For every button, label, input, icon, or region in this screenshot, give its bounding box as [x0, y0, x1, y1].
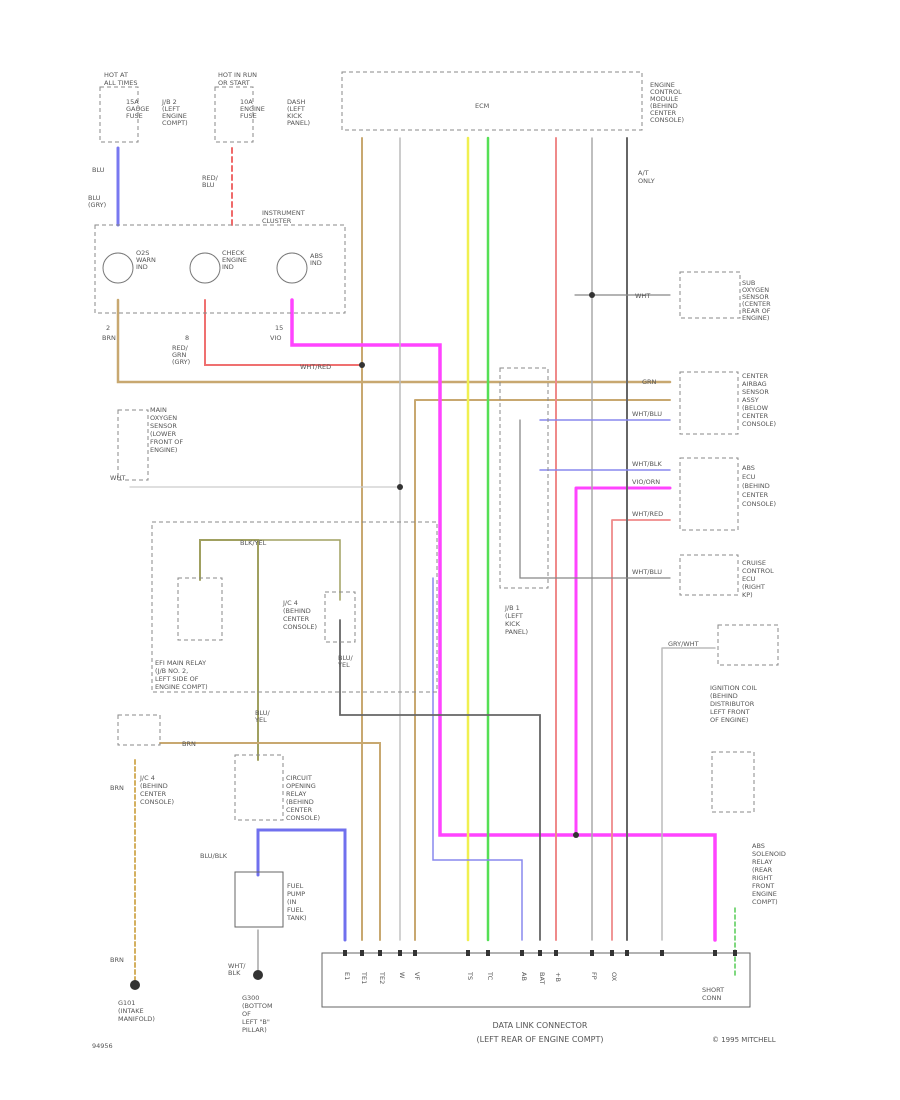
- label-wire-right-4: VIO/ORN: [632, 478, 660, 486]
- dlc-pin-label: +B: [554, 972, 562, 982]
- label-wire-right-7: GRY/WHT: [668, 640, 699, 648]
- ground-g300-icon: [253, 970, 263, 980]
- label-wire-right-2: WHT/BLU: [632, 410, 662, 418]
- label-wire-right-1: WHT: [635, 292, 650, 300]
- label-pin-8: 8: [185, 334, 189, 342]
- dlc-pin-label: E1: [343, 972, 351, 980]
- dlc-pin-label: TE2: [378, 971, 386, 984]
- label-blk-yel: BLK/YEL: [240, 539, 267, 547]
- dlc-pin-label: FP: [590, 972, 598, 980]
- dlc-pin-labels: E1 TE1 TE2 W VF TS TC AB BAT +B FP OX: [343, 971, 618, 984]
- label-pin-15: 15: [275, 324, 283, 332]
- wire-vio-abs: [574, 486, 672, 837]
- label-wire-right-3: WHT/BLK: [632, 460, 663, 468]
- dlc-pin-label: BAT: [538, 972, 546, 984]
- copyright: © 1995 MITCHELL: [712, 1036, 776, 1044]
- label-blu-grn: BLU(GRY): [88, 194, 106, 209]
- dlc-pin-label: TS: [466, 971, 474, 980]
- wire-brn-main: [116, 298, 672, 384]
- splices: [359, 292, 595, 838]
- label-blu-yel-mid: BLU/YEL: [337, 654, 354, 669]
- wire-blk-relay: [339, 619, 541, 941]
- cluster-lamps: [102, 252, 308, 284]
- label-ecm-box: ECM: [475, 102, 489, 110]
- label-brn-g101: BRN: [110, 956, 124, 964]
- dlc-pin-label: AB: [520, 972, 528, 981]
- wire-red-grn: [204, 299, 363, 366]
- dlc-pin-label: OX: [610, 972, 618, 982]
- label-brn-left: BRN: [110, 784, 124, 792]
- label-vio: VIO: [270, 334, 281, 342]
- dlc-pin-label: TC: [486, 971, 494, 981]
- ground-g101-icon: [130, 980, 140, 990]
- wire-blu-pump: [256, 828, 347, 942]
- dlc-title: DATA LINK CONNECTOR: [493, 1021, 588, 1030]
- wire-gray-cruise: [519, 419, 671, 579]
- label-blu-yel-left: BLU/YEL: [254, 709, 271, 724]
- label-wire-right-6: WHT/BLU: [632, 568, 662, 576]
- wire-gry-ign: [661, 647, 716, 941]
- dlc-pins: [343, 950, 737, 956]
- label-wht-o2: WHT: [110, 474, 125, 482]
- label-red-grn: RED/GRN(GRY): [172, 344, 190, 366]
- wire-blu-dlc: [432, 577, 523, 941]
- label-blu-blk: BLU/BLK: [200, 852, 228, 860]
- dlc-pin-label: VF: [413, 972, 421, 980]
- component-boxes: [94, 71, 779, 1008]
- label-wire-right-5: WHT/RED: [632, 510, 663, 518]
- label-blu: BLU: [92, 166, 105, 174]
- label-wht-red: WHT/RED: [300, 363, 331, 371]
- wire-blk-yel-2: [257, 539, 341, 601]
- dlc-pin-label: TE1: [360, 971, 368, 984]
- label-brn: BRN: [102, 334, 116, 342]
- label-pin-2: 2: [106, 324, 110, 332]
- dlc-pin-label: W: [398, 972, 406, 979]
- wire-pink-abs: [611, 519, 671, 941]
- dlc-location: (LEFT REAR OF ENGINE COMPT): [477, 1035, 604, 1044]
- wire-brn-lower: [159, 742, 381, 941]
- label-wht-blk: WHT/BLK: [228, 962, 246, 977]
- wire-blk-yel: [199, 539, 259, 761]
- wire-vio: [290, 298, 717, 942]
- label-grn: GRN: [642, 378, 657, 386]
- label-side-code: 94956: [92, 1042, 113, 1050]
- label-red-blu: RED/BLU: [202, 174, 219, 189]
- label-brn-lower: BRN: [182, 740, 196, 748]
